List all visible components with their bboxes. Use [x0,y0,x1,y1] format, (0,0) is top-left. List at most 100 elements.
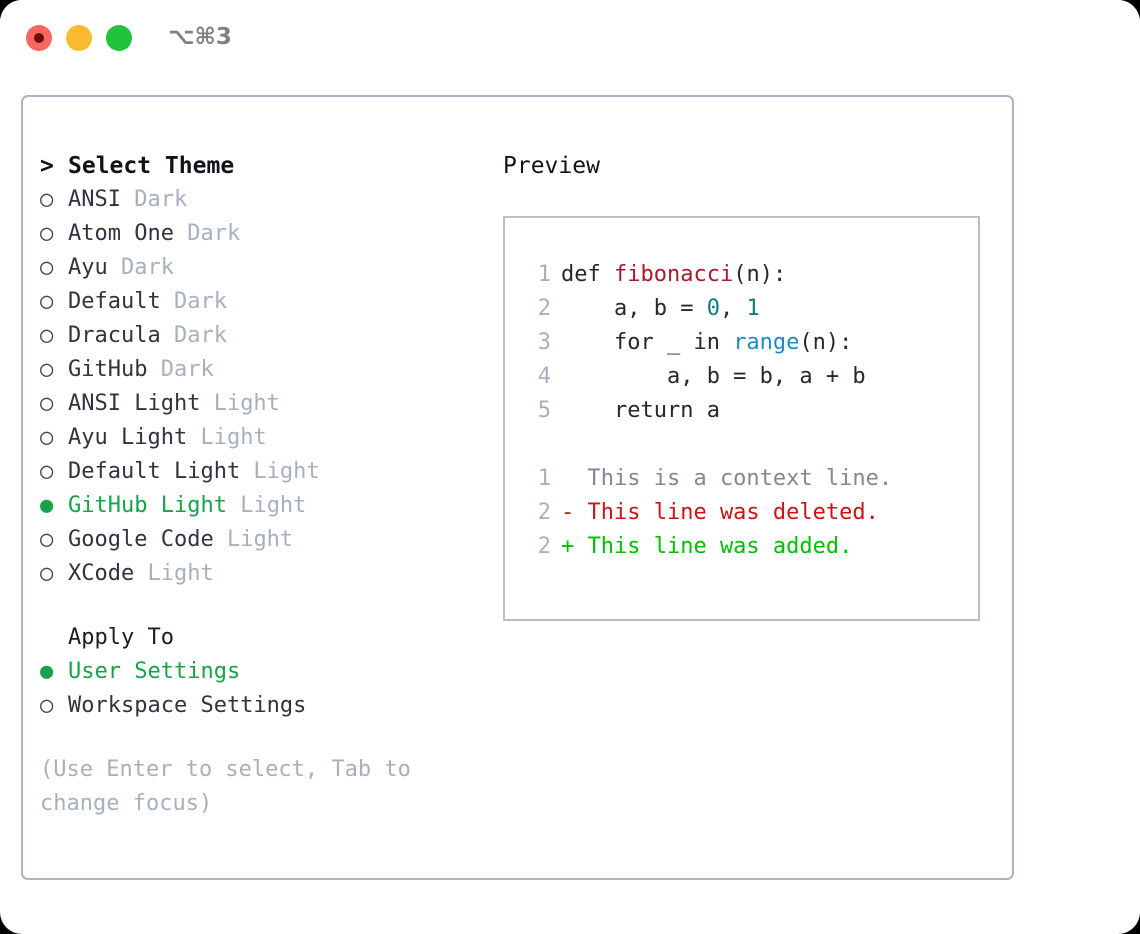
radio-unselected-icon[interactable]: ○ [40,425,54,450]
apply-to-option-label: Workspace Settings [68,693,307,718]
code-token: a, b = [561,296,707,321]
radio-unselected-icon[interactable]: ○ [40,357,54,382]
apply-to-option-label: User Settings [68,659,241,684]
code-line-number: 3 [537,330,551,355]
close-window-button[interactable] [26,25,52,51]
code-token: for _ in [561,330,734,355]
radio-unselected-icon[interactable]: ○ [40,221,54,246]
apply-to-label-row: ○Apply To [40,621,480,655]
radio-unselected-icon[interactable]: ○ [40,255,54,280]
code-token: 1 [746,296,760,321]
spacer-icon: ○ [40,621,68,655]
theme-name: Atom One [68,221,174,246]
theme-category-badge: Dark [147,357,214,382]
code-line: 5 return a [523,394,978,428]
theme-list-item[interactable]: ○ GitHub Dark [40,353,480,387]
code-token: def [561,262,614,287]
theme-list-item[interactable]: ○Default Light Light [40,455,480,489]
theme-category-badge: Light [134,561,214,586]
theme-name: Ayu Light [68,425,188,450]
theme-name: Default [68,289,161,314]
radio-unselected-icon[interactable]: ○ [40,323,54,348]
code-line-number: 2 [537,296,551,321]
theme-category-badge: Dark [173,221,241,246]
theme-category-badge: Dark [120,187,188,212]
diff-line: 2- This line was deleted. [523,496,978,530]
diff-sample: 1 This is a context line. 2- This line wa… [523,462,978,564]
code-token: , [719,296,747,321]
theme-name: Google Code [68,527,214,552]
theme-list-item[interactable]: ○ ANSI Light Light [40,387,480,421]
preview-title: Preview [503,153,600,179]
theme-list-item[interactable]: ○Default Dark [40,285,480,319]
theme-category-badge: Dark [107,255,174,280]
theme-list-item[interactable]: ○ Atom One Dark [40,217,480,251]
theme-list-item[interactable]: ○ Dracula Dark [40,319,480,353]
theme-picker-header: >Select Theme [40,149,480,183]
apply-to-section: ○Apply To ●User Settings○Workspace Setti… [40,621,480,723]
apply-to-option[interactable]: ● User Settings [40,655,480,689]
code-line-number: 4 [537,364,551,389]
close-icon [34,33,44,43]
code-line: 1 def fibonacci(n): [523,258,978,292]
code-line: 2 a, b = 0, 1 [523,292,978,326]
theme-list: ○ANSI Dark○Atom One Dark○Ayu Dark○Defaul… [40,183,480,591]
apply-to-label: Apply To [68,625,174,650]
keyboard-hint-text: (Use Enter to select, Tab to change focu… [40,757,411,816]
radio-selected-icon[interactable]: ● [40,659,54,684]
main-panel: >Select Theme ○ANSI Dark○Atom One Dark○A… [21,95,1014,880]
diff-line-text: + This line was added. [561,534,853,559]
code-token: return a [561,398,720,423]
apply-to-options: ● User Settings ○ Workspace Settings [40,655,480,723]
code-token: range [733,330,800,355]
radio-unselected-icon[interactable]: ○ [40,391,54,416]
theme-picker-column: >Select Theme ○ANSI Dark○Atom One Dark○A… [40,149,480,821]
theme-name: ANSI [68,187,121,212]
theme-category-badge: Light [187,425,267,450]
theme-category-badge: Dark [160,323,227,348]
theme-name: Dracula [68,323,161,348]
theme-name: Ayu [68,255,108,280]
code-token: a, b = b, a + b [561,364,866,389]
minimize-window-button[interactable] [66,25,92,51]
theme-list-item[interactable]: ○Google Code Light [40,523,480,557]
code-token: (n): [799,330,853,355]
theme-list-item[interactable]: ○XCode Light [40,557,480,591]
code-token: 0 [706,296,720,321]
theme-category-badge: Light [200,391,280,416]
code-token: fibonacci [613,262,734,287]
radio-selected-icon[interactable]: ● [40,493,54,518]
maximize-window-button[interactable] [106,25,132,51]
theme-list-item[interactable]: ○ ANSI Dark [40,183,480,217]
code-diff-spacer [523,428,978,462]
diff-line-number: 2 [537,500,551,525]
theme-name: GitHub Light [68,493,227,518]
code-line-number: 5 [537,398,551,423]
theme-name: GitHub [68,357,148,382]
theme-list-item[interactable]: ○ Ayu Light Light [40,421,480,455]
apply-to-option[interactable]: ○ Workspace Settings [40,689,480,723]
diff-line-text: This is a context line. [561,466,893,491]
radio-unselected-icon[interactable]: ○ [40,527,54,552]
radio-unselected-icon[interactable]: ○ [40,459,54,484]
keyboard-shortcut-label: ⌥⌘3 [168,24,232,50]
prompt-caret-icon: > [40,153,54,179]
diff-line: 2 + This line was added. [523,530,978,564]
theme-name: ANSI Light [68,391,201,416]
theme-list-item[interactable]: ○ Ayu Dark [40,251,480,285]
radio-unselected-icon[interactable]: ○ [40,187,54,212]
diff-line-number: 2 [537,534,551,559]
radio-unselected-icon[interactable]: ○ [40,693,54,718]
code-line-number: 1 [537,262,551,287]
diff-line-number: 1 [537,466,551,491]
theme-list-item[interactable]: ●GitHub Light Light [40,489,480,523]
radio-unselected-icon[interactable]: ○ [40,289,54,314]
code-token: (n): [733,262,787,287]
title-bar: ⌥⌘3 [0,0,1140,78]
code-line: 4 a, b = b, a + b [523,360,978,394]
radio-unselected-icon[interactable]: ○ [40,561,54,586]
